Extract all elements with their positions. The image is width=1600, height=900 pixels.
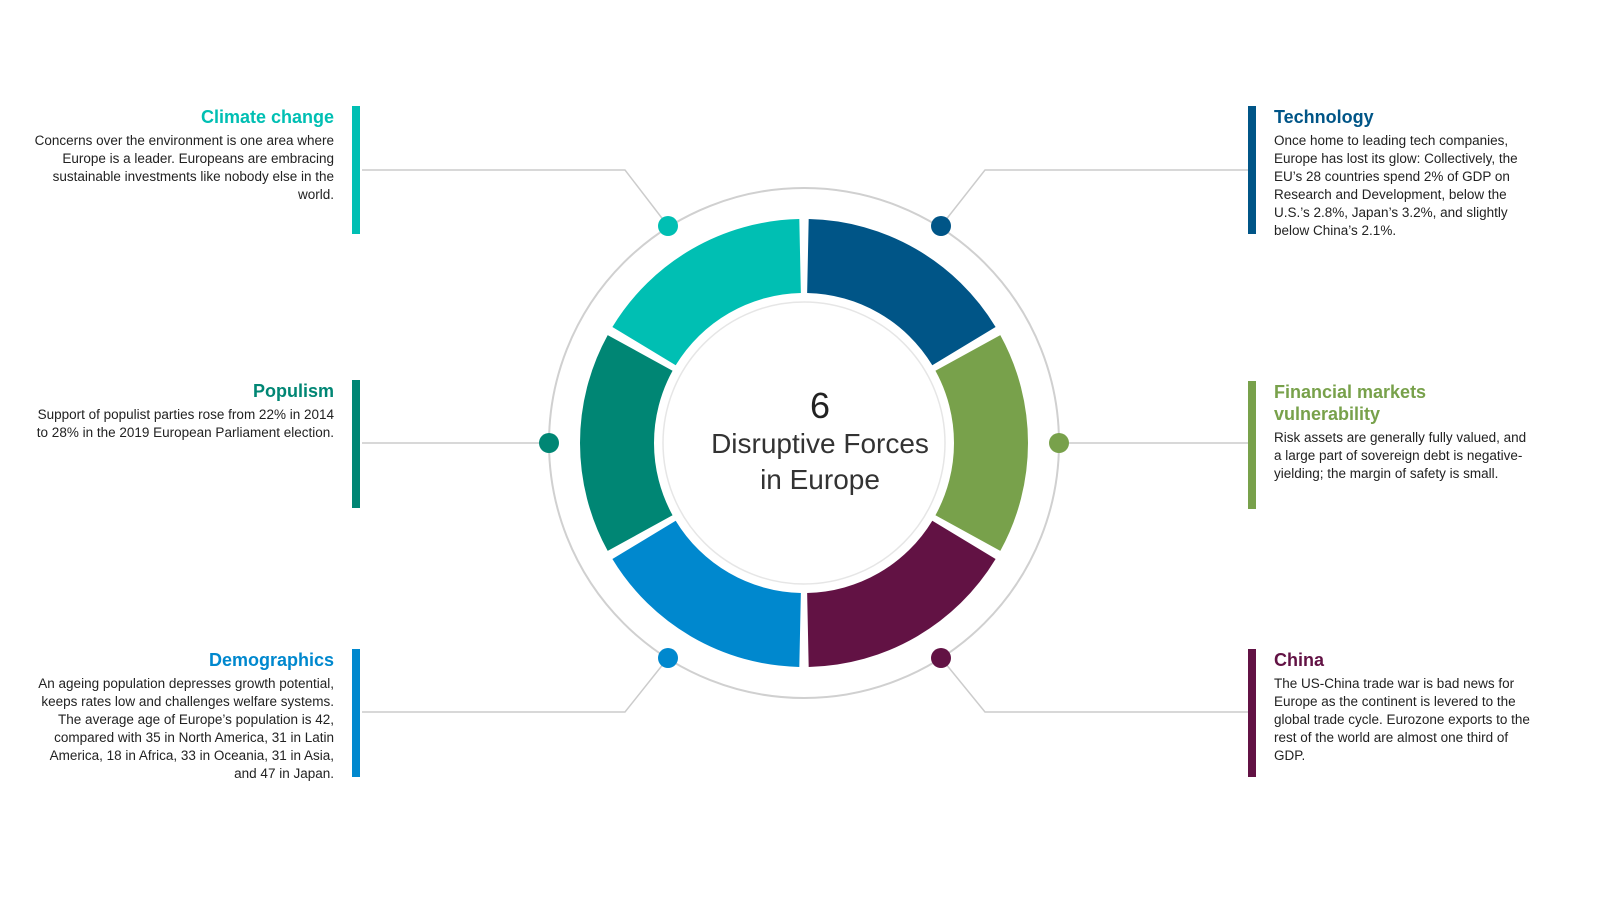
title-populism: Populism (252, 381, 334, 401)
card-technology: Technology Once home to leading tech com… (1248, 106, 1536, 240)
accent-bar-technology (1248, 106, 1256, 234)
dot-populism (539, 433, 559, 453)
title-climate-change: Climate change (200, 107, 334, 127)
segment-demographics (612, 520, 801, 667)
text-populism: Support of populist parties rose from 22… (36, 407, 334, 440)
connector-demographics (362, 657, 669, 713)
text-demographics: An ageing population depresses growth po… (38, 676, 334, 781)
dot-china (931, 648, 951, 668)
connector-climate (362, 169, 669, 227)
dot-demographics (658, 648, 678, 668)
title-china: China (1274, 650, 1325, 670)
card-populism: Populism Support of populist parties ros… (34, 380, 360, 508)
dot-climate (658, 216, 678, 236)
center-number: 6 (809, 385, 831, 426)
center-label: 6 Disruptive Forces in Europe (660, 386, 980, 498)
card-demographics: Demographics An ageing population depres… (34, 649, 360, 783)
dot-technology (931, 216, 951, 236)
connector-technology (940, 169, 1248, 227)
title-technology: Technology (1274, 107, 1374, 127)
text-china: The US-China trade war is bad news for E… (1274, 676, 1530, 763)
center-line-1: Disruptive Forces (711, 428, 929, 459)
text-climate-change: Concerns over the environment is one are… (34, 133, 334, 202)
connector-china (940, 657, 1248, 713)
segment-populism (580, 335, 673, 551)
accent-bar-populism (352, 380, 360, 508)
text-technology: Once home to leading tech companies, Eur… (1274, 133, 1518, 238)
text-financial-markets: Risk assets are generally fully valued, … (1274, 430, 1527, 481)
segment-china (807, 520, 996, 667)
card-china: China The US-China trade war is bad news… (1248, 649, 1536, 777)
accent-bar-financial (1248, 381, 1256, 509)
card-climate-change: Climate change Concerns over the environ… (34, 106, 360, 234)
segment-climate (612, 219, 801, 366)
center-line-2: in Europe (760, 464, 880, 495)
accent-bar-climate (352, 106, 360, 234)
accent-bar-demographics (352, 649, 360, 777)
title-demographics: Demographics (208, 650, 334, 670)
segment-technology (807, 219, 996, 366)
title-financial-markets: Financial markets vulnerability (1274, 382, 1427, 424)
inner-ring (662, 301, 946, 585)
card-financial-markets: Financial markets vulnerability Risk ass… (1248, 381, 1536, 509)
accent-bar-china (1248, 649, 1256, 777)
dot-financial (1049, 433, 1069, 453)
segment-financial (935, 335, 1029, 551)
